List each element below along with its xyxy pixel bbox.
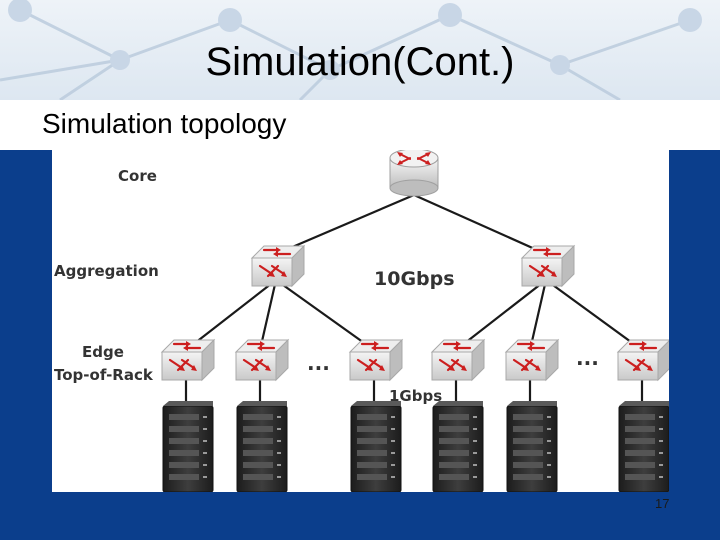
server-rack-4 [432, 400, 484, 492]
core-router [389, 150, 439, 197]
label-aggregation: Aggregation [54, 262, 159, 280]
link-agg-edge-4 [455, 279, 547, 351]
server-rack-3 [350, 400, 402, 492]
server-rack-6 [618, 400, 669, 492]
label-edge: Edge [82, 343, 124, 361]
label-10gbps: 10Gbps [374, 268, 455, 290]
label-top-of-rack: Top-of-Rack [54, 366, 154, 384]
network-background-graphic [0, 0, 702, 100]
header-banner: Simulation(Cont.) [0, 0, 720, 100]
topology-svg: Core Aggregation Edge Top-of-Rack 10Gbps… [54, 150, 669, 492]
edge-switch-4 [430, 338, 486, 382]
slide-subtitle: Simulation topology [42, 108, 287, 139]
link-agg-edge-3 [275, 279, 375, 351]
edge-switch-5 [504, 338, 560, 382]
link-core-agg-right [413, 193, 547, 256]
topology-diagram: Core Aggregation Edge Top-of-Rack 10Gbps… [52, 150, 669, 492]
link-agg-edge-5 [528, 279, 548, 351]
server-rack-1 [162, 400, 214, 492]
ellipsis-left: ... [307, 351, 330, 375]
link-agg-edge-6 [545, 279, 643, 351]
page-number: 17 [655, 496, 670, 511]
server-rack-5 [506, 400, 558, 492]
edge-switch-3 [348, 338, 404, 382]
link-agg-edge-1 [185, 279, 277, 351]
link-core-agg-left [275, 193, 415, 256]
edge-switch-2 [234, 338, 290, 382]
link-agg-edge-2 [258, 279, 278, 351]
label-core: Core [118, 167, 157, 185]
ellipsis-right: ... [576, 346, 599, 370]
edge-switch-1 [160, 338, 216, 382]
subtitle-bar: Simulation topology [0, 100, 720, 150]
aggregation-switch-right [520, 244, 576, 288]
label-1gbps: 1Gbps [389, 387, 442, 405]
slide-title: Simulation(Cont.) [205, 40, 515, 84]
edge-switch-6 [616, 338, 669, 382]
aggregation-switch-left [250, 244, 306, 288]
server-rack-2 [236, 400, 288, 492]
